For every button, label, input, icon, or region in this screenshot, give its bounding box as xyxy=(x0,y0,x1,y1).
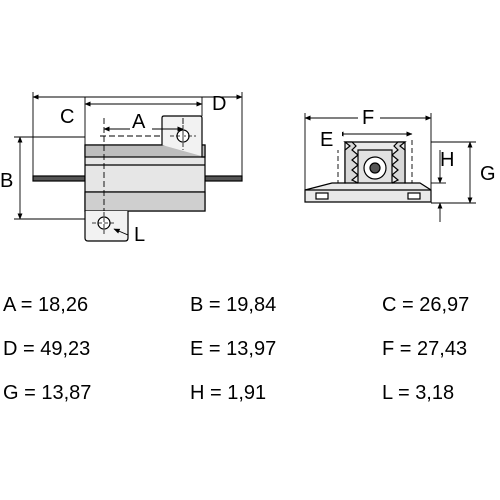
dimension-value: 49,23 xyxy=(40,338,91,360)
dimension-c: C = 26,97 xyxy=(382,294,470,316)
label-h: H xyxy=(440,149,454,171)
dimension-e: E = 13,97 xyxy=(190,338,277,360)
dimension-letter: G xyxy=(3,382,19,404)
dimension-letter: H xyxy=(190,382,205,404)
dimension-letter: A xyxy=(3,294,16,316)
dimension-letter: D xyxy=(3,338,18,360)
end-view xyxy=(304,104,476,222)
mounting-tab-bottom xyxy=(84,211,129,242)
label-c: C xyxy=(60,106,74,128)
dimension-h: H = 1,91 xyxy=(190,382,267,404)
dimension-value: 13,97 xyxy=(226,338,277,360)
dimension-value: 1,91 xyxy=(227,382,267,404)
dimension-value: 18,26 xyxy=(38,294,89,316)
side-view xyxy=(14,92,243,242)
label-e: E xyxy=(320,129,333,151)
dimension-letter: C xyxy=(382,294,397,316)
dimension-letter: E xyxy=(190,338,204,360)
mounting-tab-top xyxy=(161,115,205,158)
dimension-value: 27,43 xyxy=(417,338,468,360)
resistor-body xyxy=(84,144,206,212)
dimension-d: D = 49,23 xyxy=(3,338,91,360)
dimension-l: L = 3,18 xyxy=(382,382,455,404)
dimension-value: 19,84 xyxy=(226,294,277,316)
dimension-g: G = 13,87 xyxy=(3,382,92,404)
dimension-f: F = 27,43 xyxy=(382,338,468,360)
dimension-letter: F xyxy=(382,338,395,360)
dimension-letter: B xyxy=(190,294,204,316)
label-l: L xyxy=(134,224,145,246)
dimension-value: 13,87 xyxy=(41,382,92,404)
side-view-dimension-lines xyxy=(14,92,243,236)
resistor-dimension-drawing: D C A B L xyxy=(0,92,496,246)
label-f: F xyxy=(362,107,374,129)
dimension-a: A = 18,26 xyxy=(3,294,89,316)
dimension-letter: L xyxy=(382,382,393,404)
label-d: D xyxy=(212,93,226,115)
label-g: G xyxy=(480,163,496,185)
label-b: B xyxy=(0,170,13,192)
dimension-values: A = 18,26 B = 19,84 C = 26,97 D = 49,23 … xyxy=(0,285,500,415)
label-a: A xyxy=(132,111,146,133)
dimension-value: 26,97 xyxy=(419,294,470,316)
dimension-b: B = 19,84 xyxy=(190,294,277,316)
end-view-dimension-lines xyxy=(304,113,476,222)
dimension-value: 3,18 xyxy=(415,382,455,404)
